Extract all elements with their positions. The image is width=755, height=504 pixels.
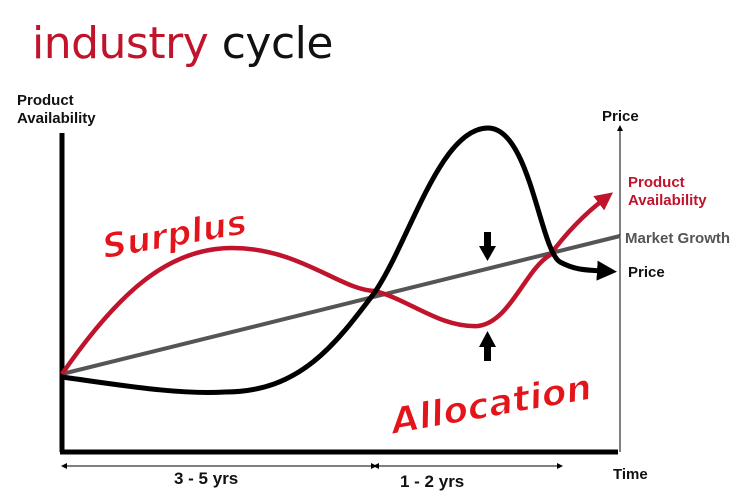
- span-label-second: 1 - 2 yrs: [400, 472, 465, 491]
- price-curve: [61, 125, 617, 396]
- availability-label-line2: Availability: [628, 192, 707, 209]
- surplus-label: Surplus: [99, 203, 250, 268]
- market-growth-line: [61, 234, 621, 376]
- title-word-industry: industry: [32, 18, 209, 69]
- x-axis-label: Time: [613, 466, 648, 483]
- y-axis-left-label: Product Availability: [17, 92, 96, 128]
- market-growth-label: Market Growth: [625, 230, 731, 247]
- y-axis-left-label-line2: Availability: [17, 110, 96, 127]
- y-axis-right-label: Price: [602, 108, 639, 125]
- availability-label-line1: Product: [628, 174, 685, 191]
- slide-title: industry cycle: [32, 22, 333, 66]
- availability-series-label: Product Availability: [628, 174, 707, 210]
- up-arrow-icon: [479, 331, 496, 361]
- price-series-label: Price: [628, 264, 665, 281]
- availability-curve: [60, 192, 613, 376]
- y-axis-left-label-line1: Product: [17, 92, 74, 109]
- title-word-cycle: cycle: [221, 18, 334, 69]
- allocation-label: Allocation: [385, 367, 595, 443]
- span-label-first: 3 - 5 yrs: [174, 469, 239, 488]
- down-arrow-icon: [479, 232, 496, 261]
